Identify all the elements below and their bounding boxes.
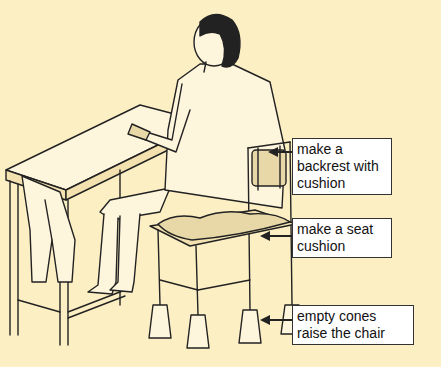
chair-leg [158, 230, 160, 305]
cone [187, 315, 209, 348]
label-box: empty cones raise the chair [292, 305, 414, 345]
box-text: make a backrest with cushion [297, 141, 387, 192]
arm [136, 84, 190, 152]
table-leg [9, 181, 10, 335]
chair-leg [196, 246, 198, 315]
arrowhead [268, 147, 278, 157]
leg [88, 214, 118, 294]
label-box: make a seat cushion [292, 218, 392, 258]
hair [200, 14, 240, 67]
strap [257, 148, 258, 190]
box-text: make a seat cushion [297, 221, 387, 255]
chair-stretcher [198, 280, 250, 290]
leader-arrow [276, 151, 292, 153]
trousers [22, 176, 75, 282]
trouser-crease [45, 200, 52, 240]
chair-stretcher [160, 280, 198, 290]
neck [204, 62, 206, 72]
table-leg [17, 184, 18, 335]
leader-arrow [268, 319, 292, 321]
cone [149, 305, 171, 338]
chair-seat [150, 210, 296, 246]
arrowhead [260, 315, 270, 325]
box-text: empty cones raise the chair [297, 308, 409, 342]
table-stretcher [18, 300, 60, 312]
arrowhead [260, 231, 270, 241]
table-stretcher [68, 296, 125, 318]
label-box: make a backrest with cushion [292, 138, 392, 195]
torso [165, 64, 285, 208]
sewing-work [128, 124, 150, 140]
leg [110, 214, 140, 292]
leader-arrow [268, 235, 292, 237]
cone [239, 310, 261, 343]
backrest-cushion [252, 150, 286, 186]
chair-rail [248, 142, 290, 148]
